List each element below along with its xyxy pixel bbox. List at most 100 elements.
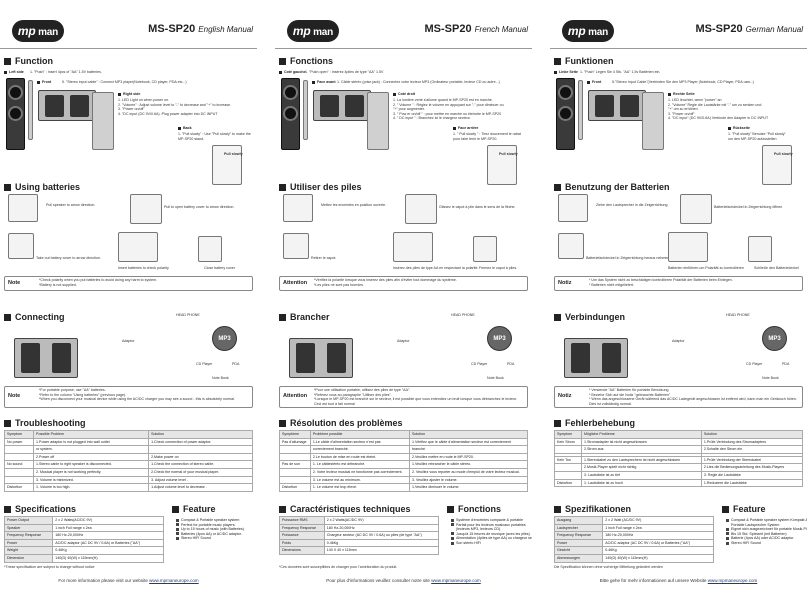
website-link[interactable]: www.mpmaneurope.com	[431, 578, 481, 583]
troubleshooting-headers-1: Problème possible	[309, 430, 410, 439]
footer-text: Bitte gehe für mehr informationen auf un…	[550, 578, 807, 583]
function-back-lines-1: um den MP-SP20 aufzustellen	[728, 136, 777, 141]
table-cell: 3. Lautstärke ist zu tief	[581, 470, 702, 480]
function-right-lines-3: 3. " Pow er on/off " : pour mettre en ma…	[393, 111, 502, 116]
spec-cell: AC/DC adaptor (AC DC 9V / 0.6A) or Batte…	[52, 538, 164, 548]
website-link[interactable]: www.mpmaneurope.com	[149, 578, 199, 583]
function-back-lines-0: 1. " Pull slowly " : Tirez doucement le …	[453, 132, 521, 136]
table-cell: 3. Regle die Lautstärke	[700, 470, 804, 480]
right-side-list: 1. La lumière verte s'allume quand le MP…	[393, 98, 504, 121]
table-cell: 2.Schalte den Strom ein	[700, 445, 804, 454]
feature-text: Bis 15 Std. Spielzeit (mit Batterien)	[731, 531, 787, 536]
table-cell: 2.Power off	[33, 452, 150, 462]
sections-function: Function	[15, 56, 53, 66]
left-side-label: Left side	[4, 70, 24, 74]
section-connecting-title: Verbindungen	[554, 312, 625, 322]
table-cell: 1.Check connection of power adaptor.	[148, 437, 253, 447]
footer-text: Bitte gehe für mehr informationen auf un…	[599, 578, 707, 583]
spec-cell: Speaker	[3, 523, 54, 533]
table-cell	[279, 452, 311, 462]
table-cell: 1.Stereokabel zu den Lautsprechern ist n…	[581, 455, 702, 465]
sections-function: Fonctions	[290, 56, 333, 66]
feature-text: Compact & Portable speaker system Kompak…	[731, 518, 807, 522]
feature-item: Batterie (4pcs AA) oder AC/DC adaptor.	[726, 536, 807, 541]
battery-step1-illustration	[283, 194, 313, 222]
feature-item: Alimentation (4piles de type AA) ou char…	[451, 536, 532, 541]
speaker-illustration	[281, 78, 300, 150]
table-row: 2. Musical player is not working perfect…	[3, 467, 253, 477]
table-row: 3. Volume is minimized.3. Adjust volume …	[3, 475, 253, 485]
front-speakers-illustration	[313, 90, 371, 121]
feature-item: Son stéréo HiFi	[451, 541, 532, 546]
table-cell	[279, 475, 311, 485]
footer-text: For more information please visit our we…	[0, 578, 257, 583]
section-connecting-title: Brancher	[279, 312, 330, 322]
right-side-illustration	[642, 92, 664, 150]
spec-cell: Puissance	[279, 531, 325, 540]
battery-step3-illustration	[283, 233, 309, 259]
batteries-note-lines-0: *Check polarity when you put batteries t…	[39, 278, 158, 282]
feature-item: Up to 15 hours of music (with Batteries)	[176, 527, 244, 532]
battery-step3-text: Retirer le capot.	[311, 256, 337, 260]
function-back: Back	[183, 126, 192, 130]
table-row: 2. Votre lecteur musical ne fonctionne p…	[279, 467, 529, 477]
website-link[interactable]: www.mpmaneurope.com	[707, 578, 758, 583]
sections-troubleshooting: Troubleshooting	[15, 418, 86, 428]
spec-cell: 1 inch Full range x 2ea	[52, 523, 164, 533]
feature-text: Alimentation (4piles de type AA) ou char…	[456, 536, 532, 541]
feature-text: Portable Lautsprecher System	[731, 522, 780, 527]
column-header: mp man MS-SP20 English Manual	[8, 18, 257, 48]
table-cell: 3. Volume is minimized.	[33, 475, 150, 485]
feature-item: Compact & Portable speaker system Kompak…	[726, 518, 807, 523]
back-text: 1. "Pull slowly" : Use "Pull slowly" to …	[178, 132, 251, 141]
manual: English Manual	[198, 25, 253, 34]
feature-text: Stereo HIFI Sound	[731, 540, 761, 545]
sections-function: Funktionen	[565, 56, 614, 66]
section-batteries-title: Benutzung der Batterien	[554, 182, 670, 192]
front-text: 5. "Stereo input cable" : Connect MP3 pl…	[62, 80, 187, 84]
table-cell: 2.Lies die Bedienungsanleitung des Musik…	[700, 463, 804, 472]
spec-cell: Power	[3, 538, 54, 548]
table-row: 2.Le bouton de mise en route est éteint.…	[279, 452, 529, 462]
table-cell: 1.Veuillez rebrancher le câble stéréo.	[408, 460, 529, 469]
feature-text: Parfait pour les lecteurs musicaux porta…	[456, 522, 526, 527]
sections-specifications: Caractéristiques techniques	[290, 504, 411, 514]
connect-note-box: Attention *Pour une utilisation portable…	[279, 386, 528, 408]
table-cell: 2.Strom aus	[581, 445, 702, 454]
table-cell: 2.Veuillez mettre en route le MP-SP20.	[408, 452, 529, 462]
spec-cell: Power Output	[3, 516, 54, 525]
function-right-lines-4: 4. "DC input" (DC 9V/0.6A) Verbinde den …	[668, 116, 769, 121]
table-cell: 1.Prüfe Verbindung des Stromadapters	[700, 437, 804, 447]
connecting-note-lines-0: *Pour une utilisation portable, utilisez…	[314, 388, 411, 392]
function-right-lines-0: 1. LED leuchtet, wenn "power" an	[668, 98, 722, 102]
connecting-note-lines-1: * Beziehe Sich auf die Notiz "gebrauchte…	[589, 392, 671, 397]
function-right-lines-1: 2. "Volume" : Adjust volume level to "-"…	[118, 102, 232, 107]
left-side-label: Linke Seite	[554, 70, 578, 74]
spec-cell: 0.46Kg	[52, 546, 164, 555]
function-front: Face avant	[317, 80, 336, 84]
troubleshooting-headers-2: Solution	[148, 430, 253, 439]
function-right-lines-3: 3. "Power on/off"	[668, 111, 695, 116]
battery-step4-illustration	[668, 232, 708, 262]
mpman-logo: mp man	[12, 20, 64, 42]
function-right-lines-0: 1. La lumière verte s'allume quand le MP…	[393, 98, 493, 102]
feature-text: Eignet sich ausgezeichnet für portable M…	[731, 527, 807, 532]
table-cell: 1.Prüfe Verbindung der Stereokabel	[700, 455, 804, 465]
battery-step4-illustration	[393, 232, 433, 262]
back-text: 1. "Pull slowly" Benutze "Pull slowly" u…	[728, 132, 786, 141]
section-function-title: Funktionen	[554, 56, 614, 66]
table-cell: 1.Vérifiez que le câble d'alimentation s…	[408, 437, 529, 447]
batteries-note-lines-0: *Vérifiez la polarité lorsque vous insér…	[314, 278, 457, 282]
mpman-logo: mp man	[562, 20, 614, 42]
pull-slowly-label: Pull slowly	[499, 152, 518, 156]
feature-item: Batteries (4pcs AA) or AC/DC adaptor.	[176, 532, 244, 537]
spec-cell: 2 x 2 Watt (AC/DC 9V)	[602, 516, 714, 525]
adaptor-label: Adaptor	[672, 339, 685, 343]
spec-cell: Frequency Response	[3, 531, 54, 540]
table-cell: Distortion	[554, 478, 582, 488]
battery-step3-illustration	[8, 233, 34, 259]
